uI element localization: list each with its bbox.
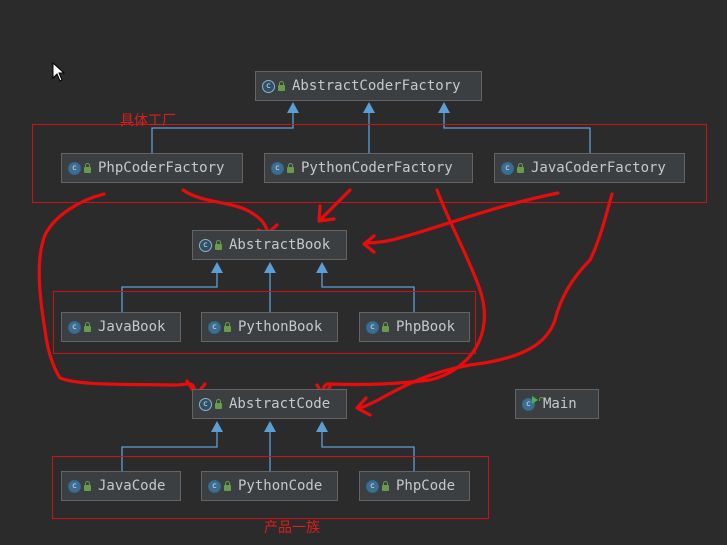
class-icon: c [208,479,221,493]
node-label: AbstractCoderFactory [292,78,461,94]
class-icon: c [68,161,81,175]
node-main[interactable]: c Main [515,389,599,419]
node-abstract-coder-factory[interactable]: c AbstractCoderFactory [255,71,482,101]
node-label: PhpCoderFactory [98,160,225,176]
class-icon: c [68,320,81,334]
lock-icon [224,322,231,332]
node-python-coder-factory[interactable]: c PythonCoderFactory [264,153,473,183]
node-label: Main [543,396,577,412]
class-icon: c [208,320,221,334]
factory-inheritance-edges [151,112,591,155]
book-arrowheads [211,262,328,273]
node-java-code[interactable]: c JavaCode [61,471,181,501]
lock-icon [84,322,91,332]
factories-group-label: 具体工厂 [120,113,176,129]
abstract-class-icon: c [199,397,212,411]
book-inheritance-edges [121,272,415,313]
node-label: JavaBook [98,319,166,335]
node-label: PhpBook [396,319,456,335]
node-python-book[interactable]: c PythonBook [201,312,338,342]
lock-icon [215,240,222,250]
node-php-code[interactable]: c PhpCode [359,471,470,501]
node-abstract-code[interactable]: c AbstractCode [192,389,347,419]
red-arrow-php-to-book [181,188,270,234]
lock-icon [224,481,231,491]
factory-arrowheads [287,102,450,113]
code-arrowheads [211,421,328,432]
edge-java-factory [443,112,591,155]
edge-java-book [121,272,218,313]
lock-icon [382,481,389,491]
node-label: PythonCoderFactory [301,160,453,176]
lock-icon [517,163,524,173]
red-annotation-strokes [37,188,614,417]
lock-icon [382,322,389,332]
class-icon: c [366,320,379,334]
lock-icon [84,481,91,491]
lock-icon [215,399,222,409]
class-icon: c [366,479,379,493]
edge-php-factory [151,112,294,155]
node-label: PythonCode [238,478,323,494]
node-label: JavaCoderFactory [531,160,666,176]
run-class-icon: c [522,395,538,411]
abstract-class-icon: c [262,79,275,93]
mouse-cursor-icon [52,62,66,82]
run-icon [532,395,538,404]
books-group-box [53,291,476,354]
node-abstract-book[interactable]: c AbstractBook [192,230,347,260]
factories-group-box [32,124,707,203]
node-php-book[interactable]: c PhpBook [359,312,470,342]
products-group-label: 产品一族 [264,520,320,536]
node-label: AbstractBook [229,237,331,253]
lock-icon [278,81,285,91]
node-label: PythonBook [238,319,323,335]
node-java-coder-factory[interactable]: c JavaCoderFactory [494,153,685,183]
class-icon: c [501,161,514,175]
abstract-class-icon: c [199,238,212,252]
node-python-code[interactable]: c PythonCode [201,471,338,501]
codes-group-box [52,456,489,519]
code-inheritance-edges [121,431,415,472]
class-icon: c [271,161,284,175]
node-php-coder-factory[interactable]: c PhpCoderFactory [61,153,243,183]
lock-icon [84,163,91,173]
node-label: PhpCode [396,478,456,494]
node-java-book[interactable]: c JavaBook [61,312,181,342]
lock-icon [287,163,294,173]
edge-php-book [321,272,415,313]
edge-php-code [321,431,415,472]
node-label: JavaCode [98,478,166,494]
class-icon: c [68,479,81,493]
edge-java-code [121,431,218,472]
node-label: AbstractCode [229,396,331,412]
